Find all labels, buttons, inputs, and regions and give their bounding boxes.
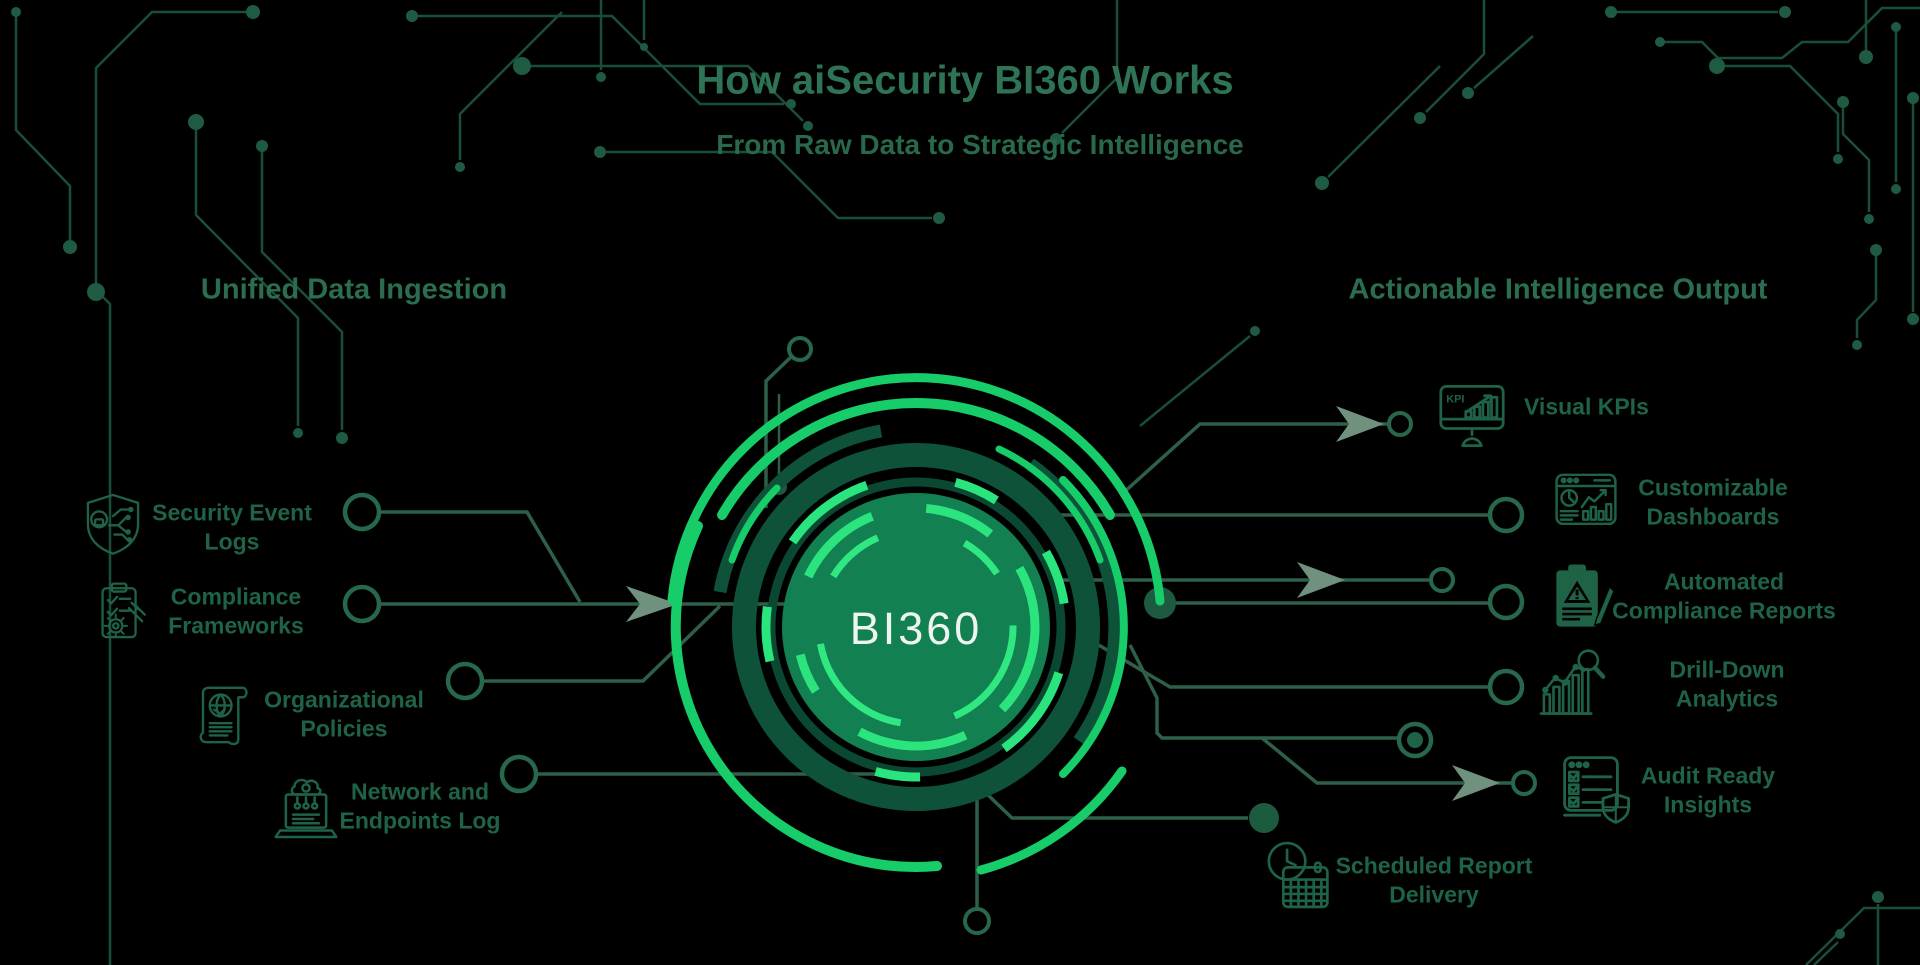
node-automated: [1487, 583, 1525, 621]
node-automated-mid: [1429, 567, 1455, 593]
node-audit: [1511, 770, 1537, 796]
checklist-shield-icon: [1554, 748, 1636, 828]
node-organizational: [445, 661, 485, 701]
flow-arrows: [626, 406, 1500, 801]
connector-scheduled: [986, 793, 1248, 820]
connector-visual-kpis: [1120, 422, 1388, 496]
node-dashboards: [1487, 496, 1525, 534]
input-label-organizational-policies: Organizational Policies: [264, 686, 424, 741]
node-compliance: [342, 584, 382, 624]
node-bottom: [963, 907, 991, 935]
clipboard-gavel-gear-icon: [92, 578, 158, 646]
output-label-customizable-dashboards: Customizable Dashboards: [1638, 474, 1788, 529]
output-label-scheduled-report-delivery: Scheduled Report Delivery: [1335, 852, 1533, 907]
arrow-into-hub: [626, 586, 678, 622]
clipboard-warning-pencil-icon: [1546, 560, 1620, 634]
connector-drilldown: [1084, 635, 1489, 689]
connector-security: [380, 510, 582, 603]
node-audit-double-outer: [1396, 721, 1434, 759]
node-security: [342, 492, 382, 532]
policy-scroll-globe-icon: [188, 680, 256, 750]
connector-audit-a: [1128, 644, 1398, 740]
page-subtitle: From Raw Data to Strategic Intelligence: [716, 129, 1244, 160]
clock-calendar-icon: [1262, 840, 1338, 916]
node-top: [787, 336, 813, 362]
laptop-cloud-icon: [270, 770, 342, 842]
left-section-heading: Unified Data Ingestion: [200, 273, 508, 306]
chart-magnifier-icon: [1534, 647, 1610, 721]
input-label-compliance-frameworks: Compliance Frameworks: [168, 583, 304, 638]
circuit-dots-top-right: [1250, 6, 1919, 939]
output-label-visual-kpis: Visual KPIs: [1524, 393, 1649, 420]
output-label-drill-down-analytics: Drill-Down Analytics: [1669, 656, 1785, 711]
svg-text:KPI: KPI: [1446, 394, 1464, 406]
node-visual-kpis: [1387, 411, 1413, 437]
arrow-visual-kpis: [1336, 406, 1384, 442]
hub-label: BI360: [849, 603, 983, 654]
output-label-automated-compliance-reports: Automated Compliance Reports: [1612, 568, 1836, 623]
page-title: How aiSecurity BI360 Works: [696, 58, 1234, 103]
input-label-security-event-logs: Security Event Logs: [152, 499, 312, 554]
arrow-audit: [1452, 765, 1500, 801]
input-label-network-endpoints-log: Network and Endpoints Log: [339, 778, 501, 833]
arrow-automated: [1297, 562, 1345, 598]
node-scheduled-dot: [1249, 803, 1279, 833]
connector-audit-b: [1260, 736, 1512, 785]
node-drilldown: [1487, 668, 1525, 706]
dashboard-browser-icon: [1550, 465, 1622, 535]
kpi-monitor-icon: KPI: [1432, 377, 1512, 455]
circuit-traces-top-right: [1139, 0, 1920, 965]
circuit-dots-top-left: [11, 5, 1062, 444]
node-audit-double-inner: [1407, 732, 1423, 748]
shield-circuit-icon: [80, 490, 146, 558]
hub-graphic: [667, 373, 1165, 875]
output-connectors: [1050, 422, 1512, 785]
node-network: [499, 754, 539, 794]
output-label-audit-ready-insights: Audit Ready Insights: [1640, 762, 1776, 817]
connector-organizational: [483, 604, 722, 683]
right-section-heading: Actionable Intelligence Output: [1348, 273, 1768, 306]
circuit-traces-top-left: [14, 0, 1119, 965]
